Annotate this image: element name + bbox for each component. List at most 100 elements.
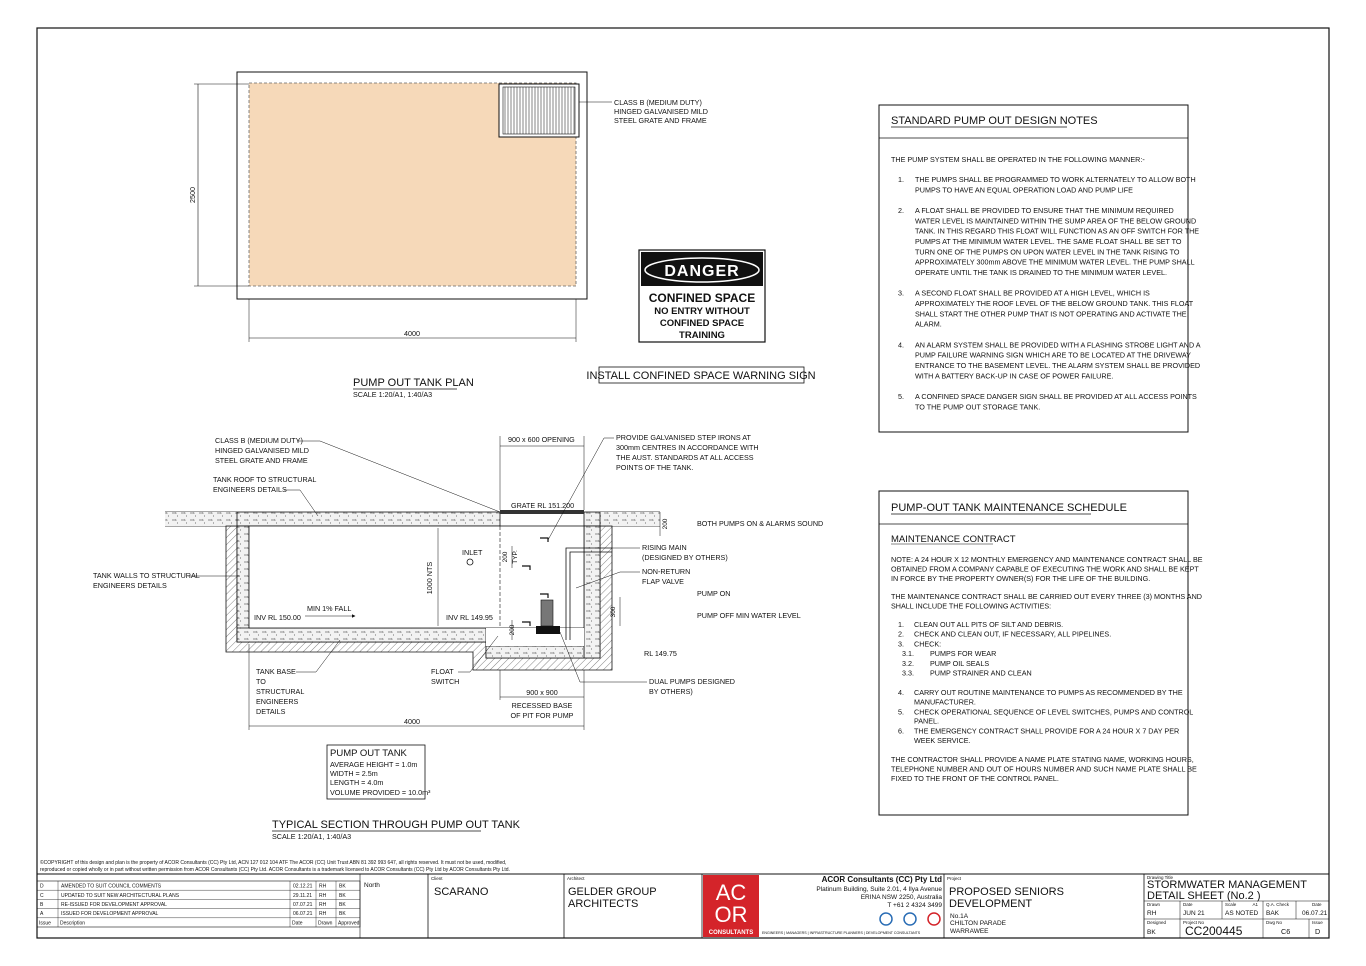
drawn-label: Drawn bbox=[1147, 902, 1161, 907]
plan-grate-bars bbox=[502, 86, 576, 135]
design-note-line: TURN ONE OF THE PUMPS ON UPON WATER LEVE… bbox=[915, 247, 1180, 256]
maintenance-item-line: THE EMERGENCY CONTRACT SHALL PROVIDE FOR… bbox=[914, 727, 1179, 736]
sec-inlet: INLET bbox=[462, 548, 483, 557]
revision-cell-approved: BK bbox=[339, 902, 346, 908]
maintenance-item-number: 3. bbox=[898, 639, 904, 648]
design-note-line: A CONFINED SPACE DANGER SIGN SHALL BE PR… bbox=[915, 392, 1197, 401]
project-label: Project bbox=[947, 876, 962, 881]
sheet-border bbox=[36, 27, 1330, 939]
revision-header-drawn: Drawn bbox=[318, 920, 333, 926]
design-note-line: A SECOND FLOAT SHALL BE PROVIDED AT A HI… bbox=[915, 289, 1150, 298]
revision-cell-issue: D bbox=[40, 884, 44, 890]
logo-word: CONSULTANTS bbox=[709, 930, 753, 936]
architect-label: Architect bbox=[567, 876, 585, 881]
tank-box-title: PUMP OUT TANK bbox=[330, 748, 408, 759]
design-note-line: OPERATE UNTIL THE TANK IS DRAINED TO THE… bbox=[915, 268, 1167, 277]
maintenance-subtitle: MAINTENANCE CONTRACT bbox=[891, 534, 1016, 545]
sec-dim-300: 300 bbox=[610, 606, 617, 617]
maintenance-item-text: PUMPS FOR WEAR bbox=[930, 649, 996, 658]
maintenance-item-text: CLEAN OUT ALL PITS OF SILT AND DEBRIS. bbox=[914, 620, 1063, 629]
sec-base-note-1: TANK BASE bbox=[256, 667, 296, 676]
date-value: JUN 21 bbox=[1183, 910, 1205, 917]
design-note-number: 1. bbox=[898, 175, 904, 184]
sheet-size: A1 bbox=[1252, 902, 1258, 907]
sec-rising-main-1: RISING MAIN bbox=[642, 543, 687, 552]
revision-cell-desc: ISSUED FOR DEVELOPMENT APPROVAL bbox=[61, 911, 159, 917]
client-label: Client bbox=[431, 876, 443, 881]
qa-date-label: Date bbox=[1312, 902, 1322, 907]
sec-height-dim: 1000 NTS bbox=[425, 562, 434, 595]
sec-grate-note-3: STEEL GRATE AND FRAME bbox=[215, 456, 308, 465]
revision-cell-approved: BK bbox=[339, 911, 346, 917]
design-note-line: PUMPS AT THE MINIMUM WATER LEVEL. THE SA… bbox=[915, 237, 1182, 246]
revision-cell-desc: RE-ISSUED FOR DEVELOPMENT APPROVAL bbox=[61, 902, 167, 908]
maintenance-item-text: PUMP OIL SEALS bbox=[930, 659, 989, 668]
sec-rl-pit: RL 149.75 bbox=[644, 649, 677, 658]
plan-grate-note-3: STEEL GRATE AND FRAME bbox=[614, 116, 707, 125]
qa-date-value: 06.07.21 bbox=[1302, 910, 1328, 917]
sec-step-note-3: THE AUST. STANDARDS AT ALL ACCESS bbox=[616, 453, 754, 462]
design-note-line: APPROXIMATELY 300mm ABOVE THE MINIMUM WA… bbox=[915, 258, 1195, 267]
issue-value: D bbox=[1315, 927, 1320, 936]
client-name: SCARANO bbox=[434, 886, 489, 898]
section-title: TYPICAL SECTION THROUGH PUMP OUT TANK bbox=[272, 819, 521, 831]
maintenance-para-line: SHALL INCLUDE THE FOLLOWING ACTIVITIES: bbox=[891, 602, 1051, 611]
revision-cell-date: 02.12.21 bbox=[293, 884, 313, 890]
sec-dim-200-bottom: 200 bbox=[509, 624, 516, 635]
copyright-line-1: ©COPYRIGHT of this design and plan is th… bbox=[40, 859, 506, 866]
sec-inv-left: INV RL 150.00 bbox=[254, 613, 301, 622]
design-notes-title: STANDARD PUMP OUT DESIGN NOTES bbox=[891, 115, 1098, 127]
sec-base-note-3: STRUCTURAL bbox=[256, 687, 304, 696]
maintenance-para-line: IN FORCE BY THE PROPERTY OWNER(S) FOR TH… bbox=[891, 574, 1150, 583]
sec-pit-note-2: OF PIT FOR PUMP bbox=[511, 711, 574, 720]
sec-base-note-5: DETAILS bbox=[256, 707, 286, 716]
maintenance-item-number: 3.1. bbox=[902, 649, 914, 658]
design-notes-intro: THE PUMP SYSTEM SHALL BE OPERATED IN THE… bbox=[891, 155, 1145, 164]
sign-caption: INSTALL CONFINED SPACE WARNING SIGN bbox=[586, 370, 815, 382]
pump-out-tank-plan: CLASS B (MEDIUM DUTY) HINGED GALVANISED … bbox=[188, 71, 708, 399]
maintenance-item-number: 4. bbox=[898, 688, 904, 697]
maintenance-item-line: WEEK SERVICE. bbox=[914, 736, 971, 745]
plan-dim-width: 2500 bbox=[188, 187, 197, 203]
maintenance-para-line: NOTE: A 24 HOUR X 12 MONTHLY EMERGENCY A… bbox=[891, 555, 1203, 564]
maintenance-para-line: THE CONTRACTOR SHALL PROVIDE A NAME PLAT… bbox=[891, 755, 1194, 764]
revision-cell-approved: BK bbox=[339, 884, 346, 890]
sign-line-4: TRAINING bbox=[679, 330, 725, 341]
maintenance-item-number: 2. bbox=[898, 630, 904, 639]
sec-dim-length: 4000 bbox=[404, 717, 420, 726]
revision-cell-desc: AMENDED TO SUIT COUNCIL COMMENTS bbox=[61, 884, 162, 890]
north-label: North bbox=[364, 882, 380, 889]
confined-space-sign: DANGER CONFINED SPACE NO ENTRY WITHOUT C… bbox=[586, 249, 816, 384]
sec-base-note-4: ENGINEERS bbox=[256, 697, 299, 706]
revision-cell-desc: UPDATED TO SUIT NEW ARCHITECTURAL PLANS bbox=[61, 893, 180, 899]
sec-step-note-2: 300mm CENTRES IN ACCORDANCE WITH bbox=[616, 443, 759, 452]
company-address-1: Platinum Building, Suite 2.01, 4 Ilya Av… bbox=[816, 886, 942, 893]
maintenance-item-line: CHECK OPERATIONAL SEQUENCE OF LEVEL SWIT… bbox=[914, 707, 1193, 716]
revision-cell-drawn: RH bbox=[319, 893, 327, 899]
architect-line-2: ARCHITECTS bbox=[568, 898, 638, 910]
revision-cell-drawn: RH bbox=[319, 911, 327, 917]
maintenance-item-number: 1. bbox=[898, 620, 904, 629]
sec-dual-pumps-1: DUAL PUMPS DESIGNED bbox=[649, 677, 735, 686]
sec-pump-on: PUMP ON bbox=[697, 589, 730, 598]
revision-header-issue: Issue bbox=[39, 920, 51, 926]
sec-walls-note-2: ENGINEERS DETAILS bbox=[93, 581, 167, 590]
design-note-number: 3. bbox=[898, 289, 904, 298]
address-line-1: No.1A bbox=[950, 913, 969, 920]
sec-non-return-2: FLAP VALVE bbox=[642, 577, 684, 586]
design-note-line: AN ALARM SYSTEM SHALL BE PROVIDED WITH A… bbox=[915, 340, 1201, 349]
company-name: ACOR Consultants (CC) Pty Ltd bbox=[822, 875, 943, 884]
revision-cell-approved: BK bbox=[339, 893, 346, 899]
project-line-2: DEVELOPMENT bbox=[949, 898, 1032, 910]
revision-header-desc: Description bbox=[60, 920, 85, 926]
drawn-value: RH bbox=[1147, 910, 1157, 917]
address-line-2: CHILTON PARADE bbox=[950, 920, 1007, 927]
scale-value: AS NOTED bbox=[1225, 910, 1259, 917]
tank-box-line-4: VOLUME PROVIDED = 10.0m³ bbox=[330, 788, 431, 797]
maintenance-item-line: MANUFACTURER. bbox=[914, 697, 976, 706]
maintenance-item-text: PUMP STRAINER AND CLEAN bbox=[930, 669, 1032, 678]
design-notes-panel: STANDARD PUMP OUT DESIGN NOTES THE PUMP … bbox=[878, 104, 1201, 433]
sign-line-2: NO ENTRY WITHOUT bbox=[654, 306, 750, 317]
project-no-label: Project No bbox=[1183, 920, 1205, 925]
sign-danger: DANGER bbox=[664, 263, 739, 280]
